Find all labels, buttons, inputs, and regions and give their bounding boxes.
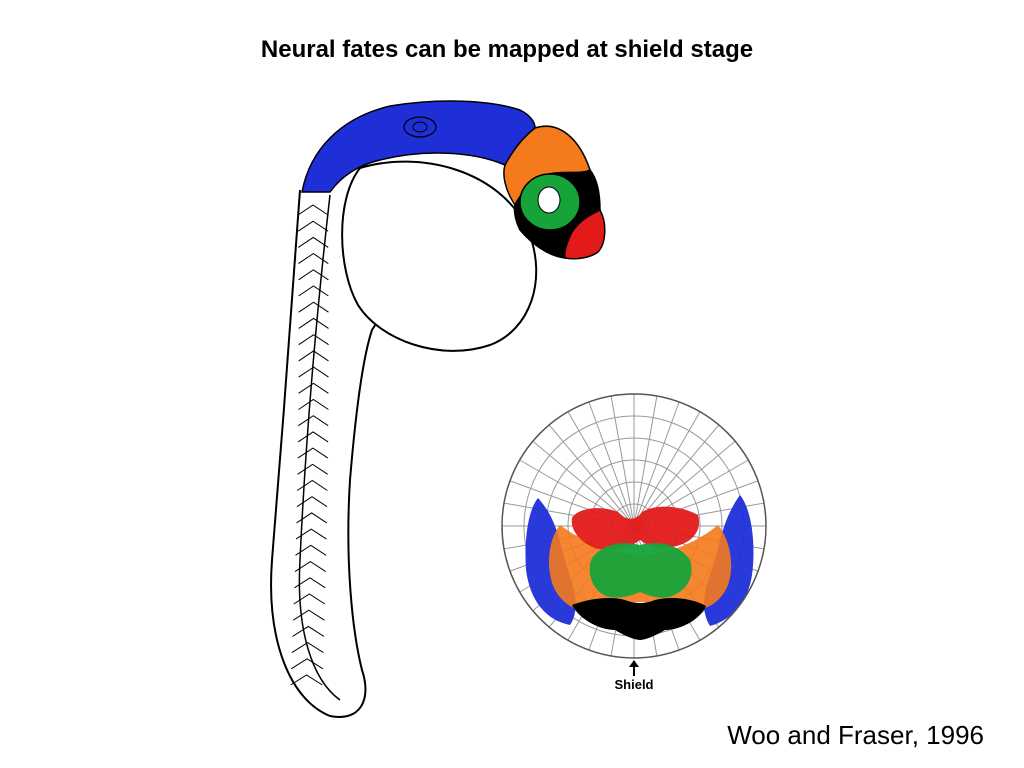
somite-chevron <box>298 334 329 346</box>
fate-map-green <box>589 543 692 598</box>
yolk-sac <box>341 160 538 352</box>
otic-vesicle-inner <box>412 121 428 133</box>
somite-chevron <box>295 528 327 540</box>
somite-chevron <box>298 350 329 362</box>
shield-label: Shield <box>614 677 654 692</box>
embryo-trunk-outline <box>270 189 451 718</box>
fate-map-black <box>572 597 706 640</box>
somites <box>290 204 329 686</box>
slide-title: Neural fates can be mapped at shield sta… <box>260 36 754 63</box>
somite-chevron <box>295 544 327 556</box>
somite-chevron <box>298 236 329 248</box>
grid-spoke <box>633 395 658 527</box>
somite-chevron <box>297 463 328 475</box>
otic-vesicle <box>403 116 437 138</box>
fate-map-red <box>571 506 700 550</box>
fate-map-outer-circle <box>501 393 767 659</box>
embryo-red-region <box>564 209 606 260</box>
somite-chevron <box>298 415 329 427</box>
somite-chevron <box>298 252 329 265</box>
somite-chevron <box>298 382 329 394</box>
somite-chevron <box>292 625 325 637</box>
citation: Woo and Fraser, 1996 <box>727 720 984 750</box>
somite-chevron <box>298 398 329 410</box>
somite-chevron <box>297 220 329 232</box>
grid-spoke <box>548 424 635 527</box>
somite-chevron <box>296 496 328 508</box>
grid-spoke <box>610 395 635 527</box>
grid-spoke <box>633 411 701 527</box>
somite-chevron <box>298 317 329 329</box>
grid-spoke <box>588 401 635 527</box>
somite-chevron <box>290 674 323 686</box>
somite-chevron <box>296 479 328 491</box>
somite-chevron <box>294 577 326 589</box>
somite-chevron <box>296 512 328 524</box>
somite-chevron <box>294 561 326 573</box>
somite-chevron <box>297 431 329 443</box>
grid-spoke <box>633 401 680 527</box>
somite-chevron <box>293 593 326 605</box>
somite-chevron <box>297 204 329 216</box>
somite-chevron <box>298 301 329 313</box>
somite-chevron <box>292 609 325 621</box>
embryo-lens <box>537 186 561 214</box>
somite-chevron <box>290 658 324 670</box>
somite-chevron <box>291 642 324 654</box>
somite-chevron <box>298 366 329 378</box>
embryo-blue-region <box>301 100 536 193</box>
grid-spoke <box>567 411 635 527</box>
somite-chevron <box>298 285 329 297</box>
somite-chevron <box>298 269 329 281</box>
shield-arrow-head <box>629 660 639 667</box>
somite-chevron <box>297 447 329 459</box>
grid-spoke <box>633 424 720 527</box>
